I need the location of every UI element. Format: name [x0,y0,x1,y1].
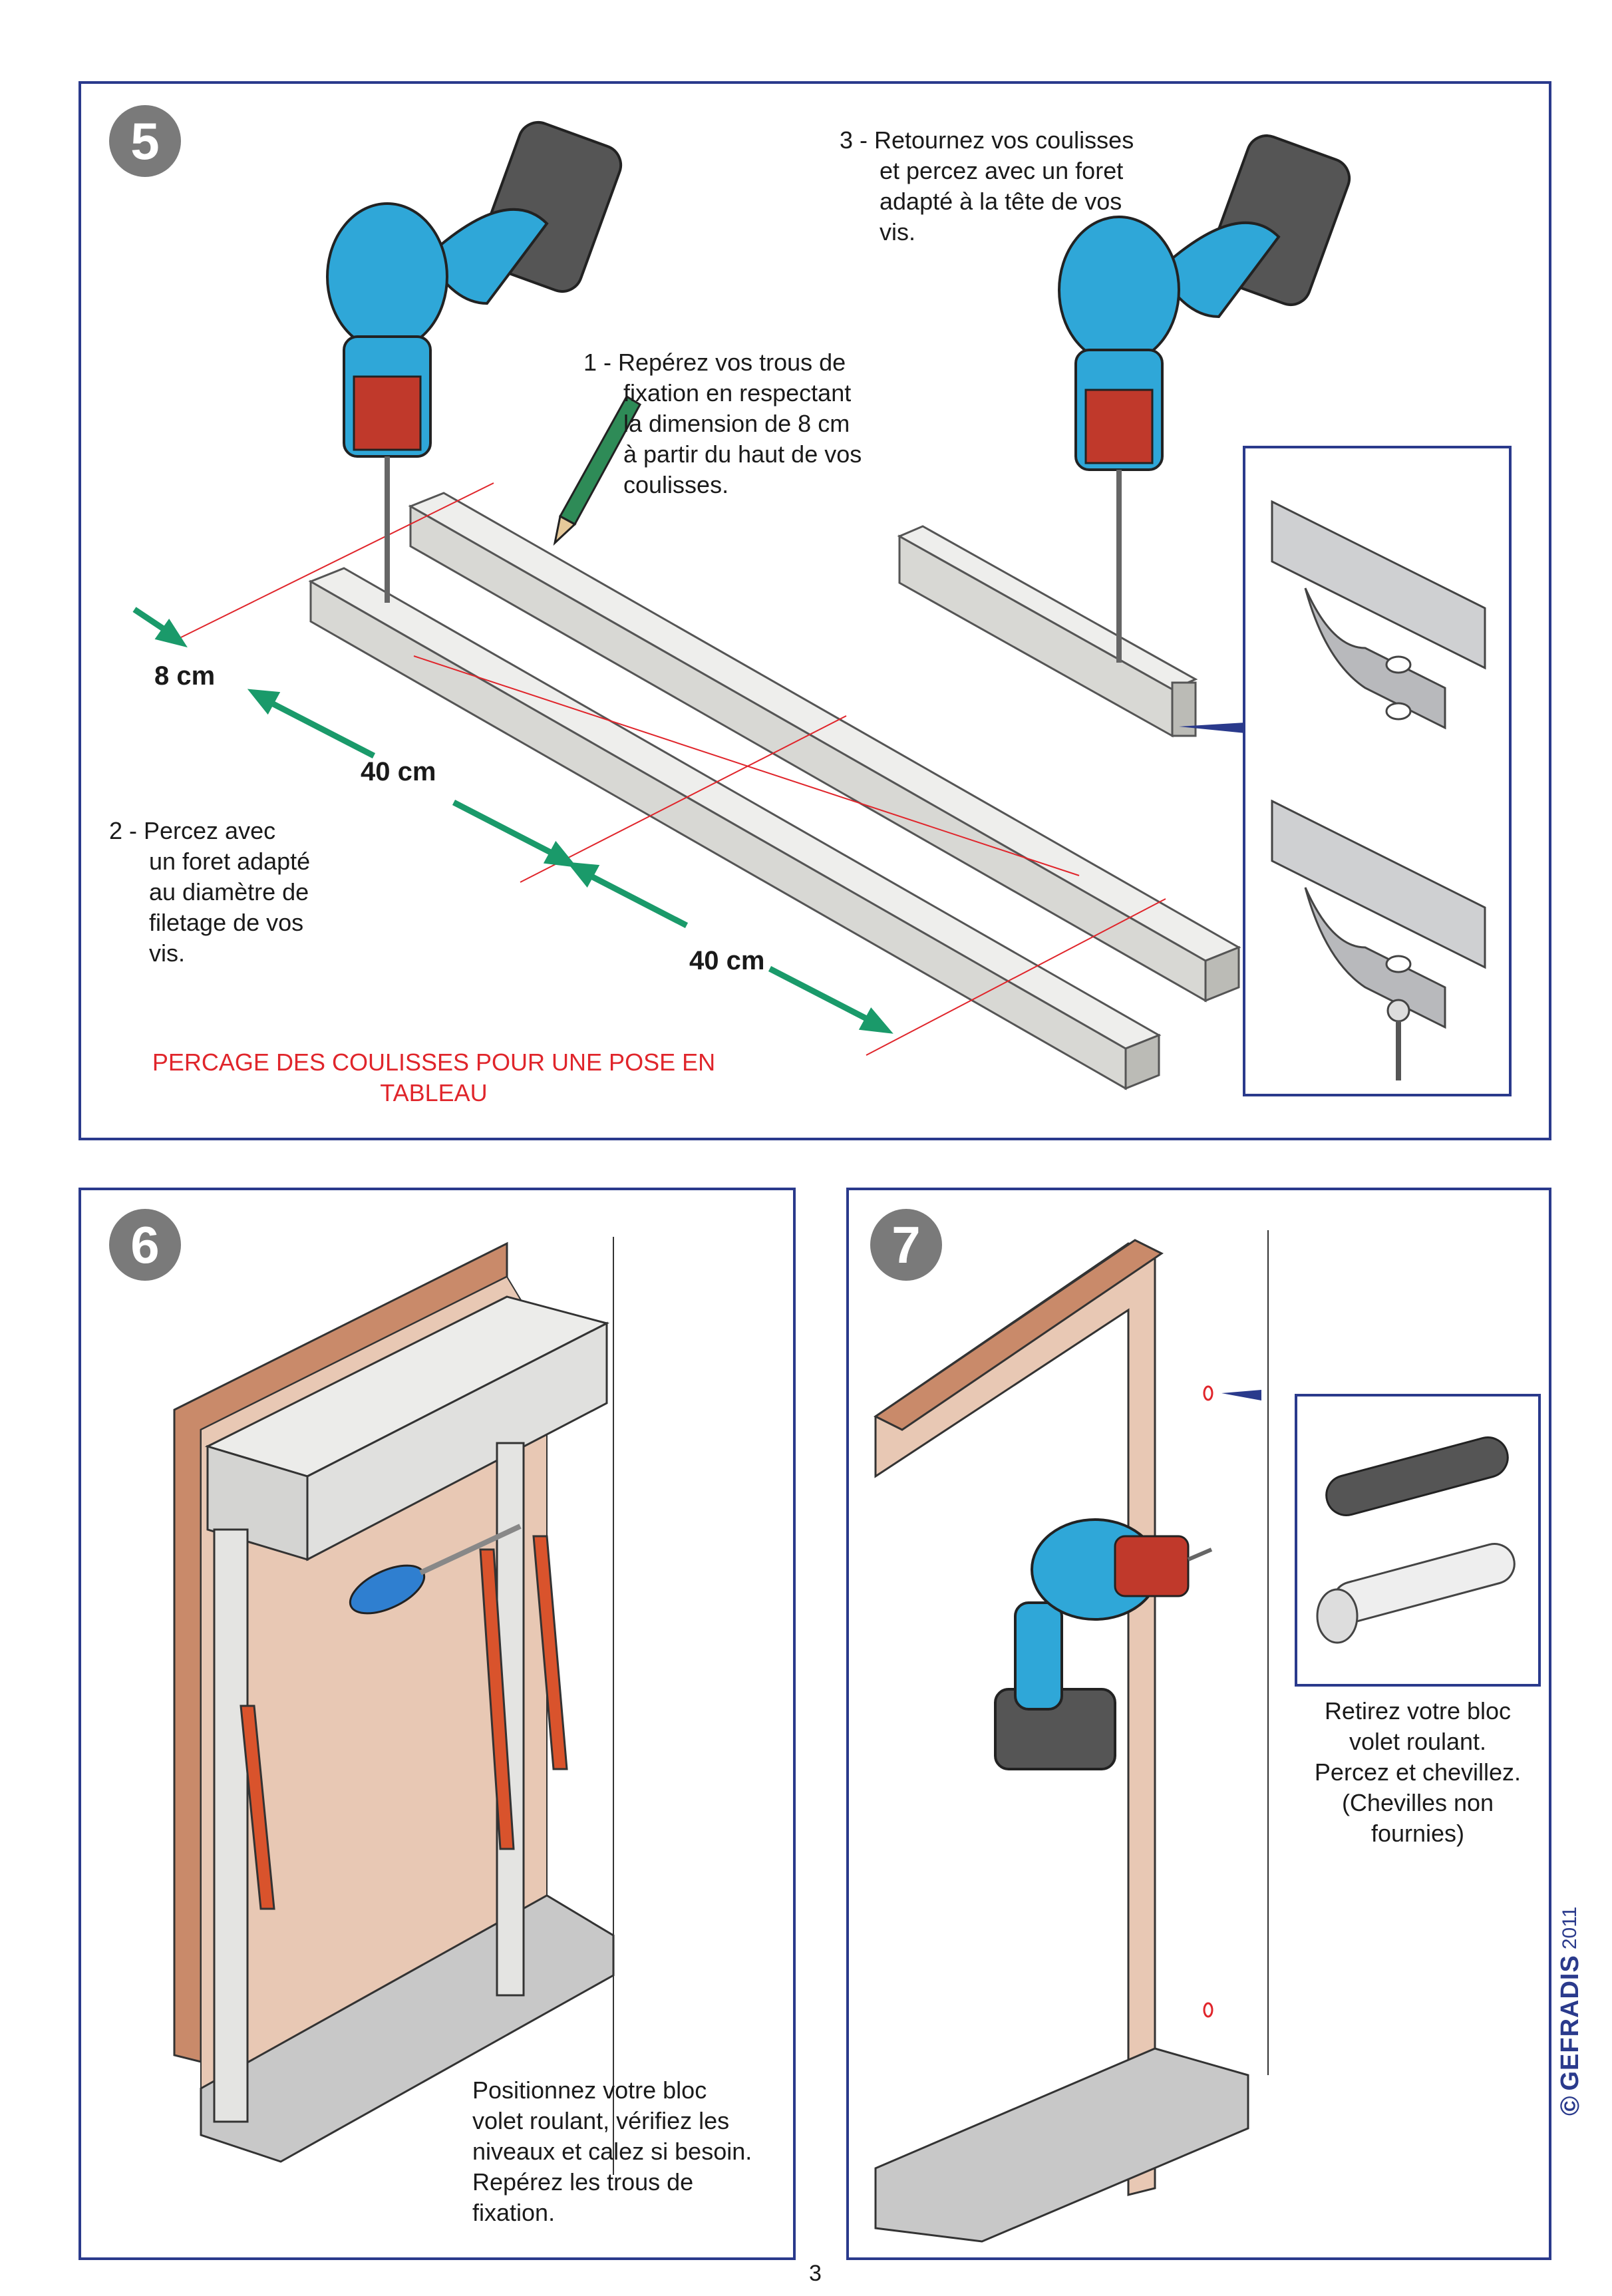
screwdriver-icon [349,1524,522,1615]
pencil-icon [553,395,642,546]
step-7-badge: 7 [870,1209,942,1281]
dimension-8cm: 8 cm [154,661,216,691]
slide-rail-left [308,567,1162,1090]
instruction-2: 2 - Percez avec un foret adapté au diamè… [109,817,311,967]
copyright-year: 2011 [1559,1906,1581,1950]
screw-detail-inset [1243,446,1512,1096]
step-7-panel: 7 Retirez votre bloc volet roulant. Perc… [846,1188,1551,2260]
page-number: 3 [809,2261,822,2286]
dimension-40cm-second: 40 cm [689,946,765,975]
drill-icon-2 [1058,134,1351,663]
drill-icon [994,1518,1213,1770]
dimension-40cm-first: 40 cm [361,757,436,786]
step-5-illustration [132,121,1351,1090]
step-6-panel: 6 Positionnez votre bloc volet roulant, … [79,1188,796,2260]
copyright-icon: © [1555,2096,1585,2116]
brand-logo: © GEFRADIS 2011 [1550,1907,1590,2116]
screw-detail-icon [1271,500,1486,1080]
instruction-1: 1 - Repérez vos trous de fixation en res… [583,349,862,498]
step-7-illustration [874,1230,1269,2243]
step-6-text: Positionnez votre bloc volet roulant, vé… [472,2076,752,2226]
step-5-panel: 5 [79,81,1551,1140]
window-sill [874,2047,1249,2243]
step-7-text: Retirez votre bloc volet roulant. Percez… [1314,1697,1522,1847]
measure-lines [180,482,1166,1056]
dimension-arrows [132,607,893,1034]
drill-icon [326,121,623,603]
instruction-3: 3 - Retournez vos coulisses et percez av… [840,126,1134,246]
brand-name: GEFRADIS [1555,1955,1584,2091]
anchor-detail-inset [1295,1394,1541,1687]
slide-rail-flipped [897,525,1198,738]
step-6-illustration [173,1237,615,2175]
caption-tableau: PERCAGE DES COULISSES POUR UNE POSE EN T… [152,1049,716,1106]
level-tools [240,1535,568,1910]
inset-pointer [1221,1390,1261,1400]
wall-anchor-icon [1316,1436,1516,1644]
left-slide [213,1528,249,2123]
inset-pointer [1179,723,1245,733]
step-5-badge: 5 [109,105,181,177]
step-6-badge: 6 [109,1209,181,1281]
